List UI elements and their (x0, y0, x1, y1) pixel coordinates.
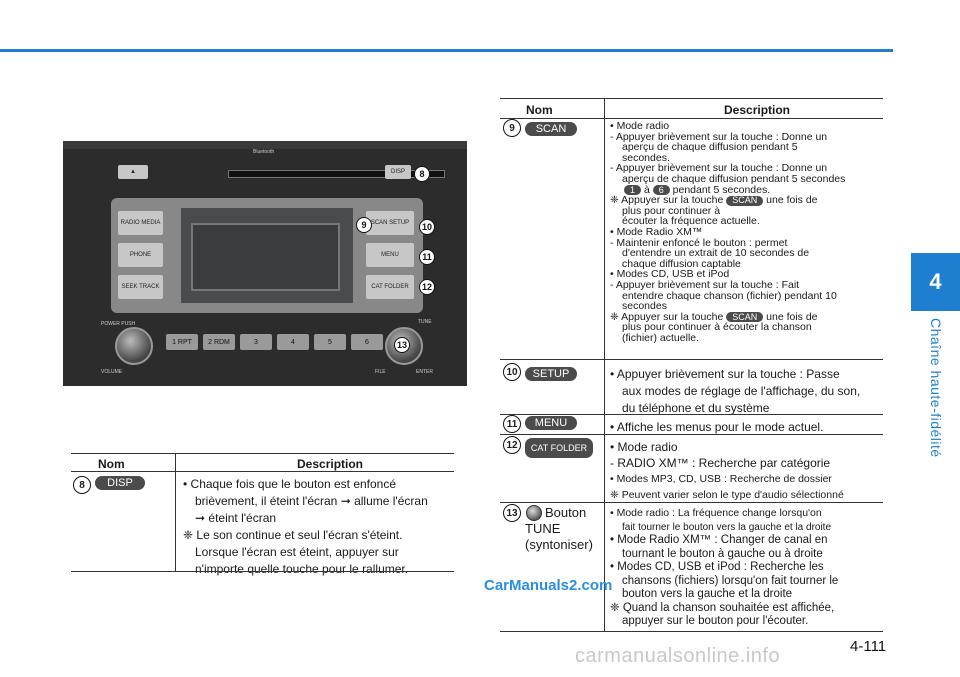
row-9-desc: • Mode radio - Appuyer brièvement sur la… (610, 120, 846, 344)
photo-callout-10: 10 (419, 219, 435, 235)
display-screen (191, 223, 340, 291)
preset-key-6: 6 (652, 185, 670, 196)
cd-slot (228, 170, 445, 178)
preset-3: 3 (240, 334, 272, 350)
preset-5: 5 (314, 334, 346, 350)
file-label: FILE (375, 369, 386, 375)
scan-inline-key-2: SCAN (726, 312, 764, 323)
row-9-num: 9 (503, 119, 521, 137)
row-11-num: 11 (503, 415, 521, 433)
photo-callout-12: 12 (419, 279, 435, 295)
photo-phone: PHONE (118, 243, 163, 267)
left-col-name: Nom (98, 457, 125, 471)
tune-knob-icon (526, 505, 542, 521)
row-11-desc: • Affiche les menus pour le mode actuel. (610, 420, 824, 434)
watermark-bottom: carmanualsonline.info (575, 645, 781, 667)
photo-menu: MENU (366, 243, 414, 267)
preset-2: 2 RDM (203, 334, 235, 350)
chapter-tab: 4 (911, 253, 960, 311)
preset-6: 6 (351, 334, 383, 350)
tune-label: TUNE (418, 319, 432, 325)
row-13-name-1: Bouton (545, 505, 587, 520)
photo-callout-11: 11 (419, 249, 435, 265)
top-rule (0, 49, 893, 52)
preset-4: 4 (277, 334, 309, 350)
page-number: 4-111 (850, 638, 887, 655)
bluetooth-label: Bluetooth (253, 149, 275, 155)
right-col-desc: Description (724, 103, 791, 117)
left-row-8-num: 8 (73, 476, 91, 494)
watermark-link[interactable]: CarManuals2.com (484, 577, 613, 594)
audio-unit-photo: Bluetooth ▲ DISP RADIO MEDIA PHONE SEEK … (63, 141, 467, 386)
chapter-title: Chaîne haute-fidélité (928, 318, 944, 458)
photo-callout-8: 8 (414, 166, 430, 182)
disp-key: DISP (95, 476, 145, 490)
photo-cat-folder: CAT FOLDER (366, 275, 414, 299)
preset-1: 1 RPT (166, 334, 198, 350)
row-12-desc: • Mode radio - RADIO XM™ : Recherche par… (610, 440, 844, 501)
photo-callout-9: 9 (356, 217, 372, 233)
left-row-8-desc: • Chaque fois que le bouton est enfoncé … (183, 477, 428, 576)
row-10-desc: • Appuyer brièvement sur la touche : Pas… (610, 367, 861, 415)
volume-knob (115, 327, 153, 365)
row-13-name-3: (syntoniser) (525, 537, 593, 552)
cat-folder-key: CAT FOLDER (525, 438, 593, 458)
row-13-name-2: TUNE (525, 521, 561, 536)
tune-knob (385, 327, 423, 365)
row-12-num: 12 (503, 436, 521, 454)
volume-label: VOLUME (101, 369, 123, 375)
row-10-num: 10 (503, 363, 521, 381)
preset-key-1: 1 (624, 185, 642, 196)
left-col-desc: Description (297, 457, 364, 471)
menu-key: MENU (525, 416, 577, 430)
eject-button: ▲ (118, 165, 148, 179)
row-13-num: 13 (503, 504, 521, 522)
photo-radio-media: RADIO MEDIA (118, 211, 163, 235)
scan-inline-key-1: SCAN (726, 195, 764, 206)
photo-seek-track: SEEK TRACK (118, 275, 163, 299)
photo-scan-setup: SCAN SETUP (366, 211, 414, 235)
photo-disp-button: DISP (385, 165, 411, 179)
photo-callout-13: 13 (394, 337, 410, 353)
right-col-name: Nom (526, 103, 553, 117)
enter-label: ENTER (416, 369, 433, 375)
scan-key: SCAN (525, 122, 577, 136)
row-13-desc: • Mode radio : La fréquence change lorsq… (610, 507, 839, 627)
chapter-number: 4 (929, 269, 942, 294)
power-label: POWER PUSH (101, 321, 136, 327)
setup-key: SETUP (525, 367, 577, 381)
